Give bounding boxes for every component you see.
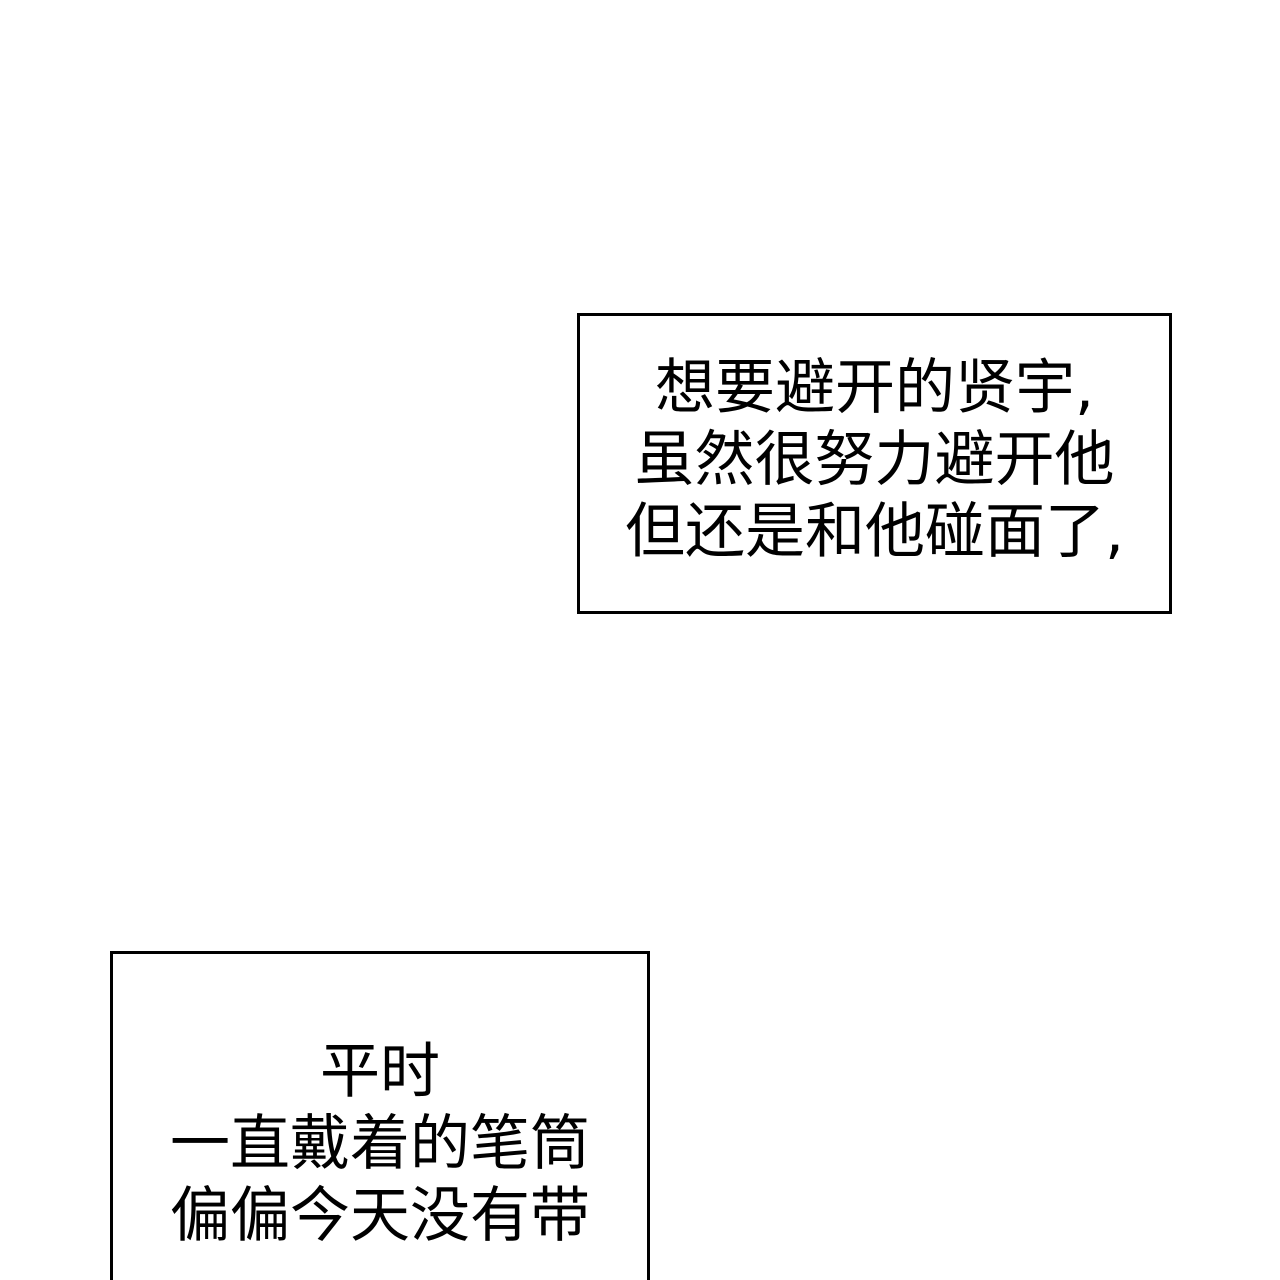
caption-line: 平时: [320, 1037, 440, 1107]
caption-box-bottom: 平时 一直戴着的笔筒 偏偏今天没有带: [110, 951, 650, 1280]
caption-line: 一直戴着的笔筒: [170, 1109, 590, 1179]
caption-box-top: 想要避开的贤宇, 虽然很努力避开他 但还是和他碰面了,: [577, 313, 1172, 614]
caption-line: 但还是和他碰面了,: [624, 496, 1125, 567]
caption-line: 想要避开的贤宇,: [654, 352, 1095, 423]
caption-line: 偏偏今天没有带: [170, 1181, 590, 1251]
caption-line: 虽然很努力避开他: [634, 424, 1115, 495]
